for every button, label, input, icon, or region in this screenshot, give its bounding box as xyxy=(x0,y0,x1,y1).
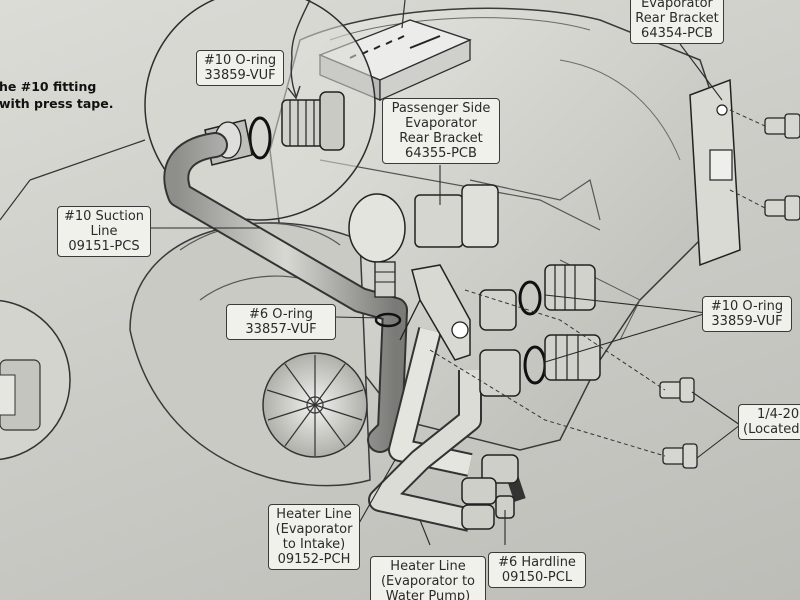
callout-suction-line: #10 Suction Line 09151-PCS xyxy=(57,206,151,257)
callout-line: Water Pump) xyxy=(385,589,471,600)
callout-line: 64354-PCB xyxy=(641,26,713,41)
callout-passenger-side-bracket: Passenger Side Evaporator Rear Bracket 6… xyxy=(382,98,500,164)
callout-line: Rear Bracket xyxy=(399,131,483,146)
callout-line: Evaporator xyxy=(405,116,477,131)
callout-line: #10 O-ring xyxy=(710,299,784,314)
callout-line: #6 Hardline xyxy=(498,555,576,570)
callout-line: Heater Line xyxy=(390,559,466,574)
callout-heater-line-water-pump: Heater Line (Evaporator to Water Pump) xyxy=(370,556,486,600)
callout-line: 33859-VUF xyxy=(204,68,276,83)
callout-line: (Evaporator xyxy=(275,522,353,537)
callout-line: 09151-PCS xyxy=(68,239,140,254)
install-note-line2: with press tape. xyxy=(0,96,114,111)
callout-oring-6: #6 O-ring 33857-VUF xyxy=(226,304,336,340)
passenger-side-bracket xyxy=(399,264,471,361)
dashed-guides xyxy=(429,109,766,457)
callout-line: 09150-PCL xyxy=(501,570,573,585)
callout-line: Evaporator xyxy=(641,0,713,11)
callout-line: Heater Line xyxy=(276,507,352,522)
callout-evaporator-rear-bracket: Evaporator Rear Bracket 64354-PCB xyxy=(630,0,724,44)
callout-line: to Intake) xyxy=(282,537,346,552)
install-note: he #10 fitting with press tape. xyxy=(0,78,113,112)
callout-line: (Evaporator to xyxy=(380,574,476,589)
callout-heater-line-intake: Heater Line (Evaporator to Intake) 09152… xyxy=(268,504,360,570)
callout-line: 64355-PCB xyxy=(405,146,477,161)
callout-line: #10 O-ring xyxy=(203,53,277,68)
hose-ends xyxy=(461,454,519,530)
left-detail-inset xyxy=(0,299,71,461)
callout-line: 33857-VUF xyxy=(245,322,317,337)
callout-line: Rear Bracket xyxy=(635,11,719,26)
expansion-valve xyxy=(348,184,499,328)
callout-line: (Located xyxy=(743,422,800,437)
callout-line: Passenger Side xyxy=(391,101,491,116)
callout-line: 09152-PCH xyxy=(277,552,351,567)
suction-line-tube xyxy=(163,132,408,453)
callout-oring-10-right: #10 O-ring 33859-VUF xyxy=(702,296,792,332)
callout-line: #6 O-ring xyxy=(248,307,314,322)
install-note-line1: he #10 fitting xyxy=(0,79,97,94)
evaporator-rear-bracket xyxy=(689,78,741,267)
callout-line: Line xyxy=(90,224,118,239)
callout-oring-10-top: #10 O-ring 33859-VUF xyxy=(196,50,284,86)
leader-lines xyxy=(149,43,741,546)
callout-hardline: #6 Hardline 09150-PCL xyxy=(488,552,586,588)
bolts xyxy=(659,113,800,469)
callout-bolt: 1/4-20 (Located xyxy=(738,404,800,440)
callout-line: 1/4-20 xyxy=(757,407,800,422)
callout-line: 33859-VUF xyxy=(711,314,783,329)
callout-line: #10 Suction xyxy=(63,209,145,224)
blower-fan xyxy=(262,352,368,458)
